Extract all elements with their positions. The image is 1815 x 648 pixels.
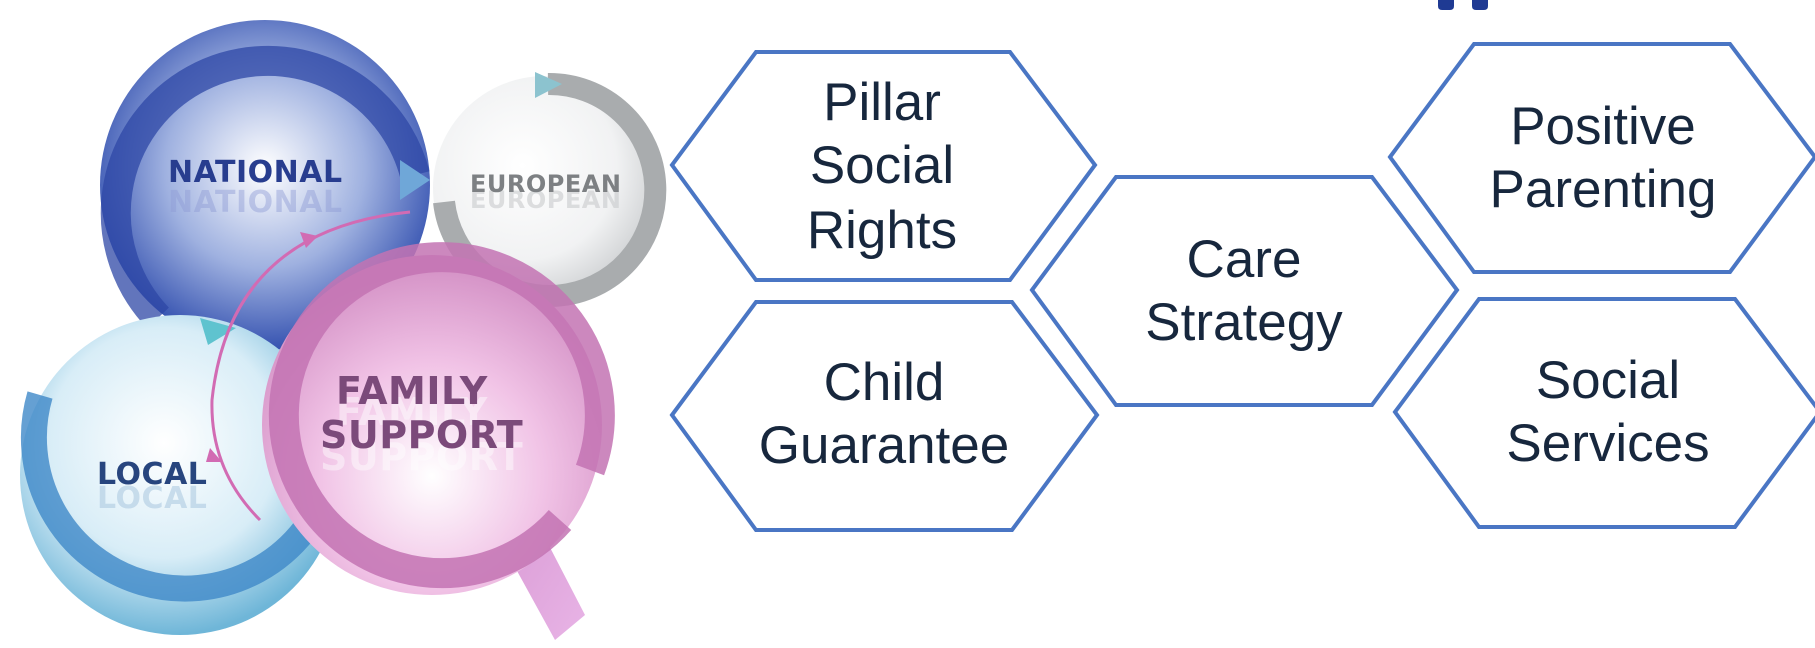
social-services-label-line2: Services xyxy=(1506,414,1709,473)
hexagon-labels: Pillar Social Rights Child Guarantee Car… xyxy=(759,73,1717,475)
hexagon-positive-parenting xyxy=(1387,42,1815,274)
local-circle xyxy=(20,315,343,635)
pillar-label-line1: Pillar xyxy=(823,73,941,132)
local-label-reflection: LOCAL xyxy=(97,481,207,516)
child-guarantee-label-line2: Guarantee xyxy=(759,416,1009,475)
local-label: LOCAL xyxy=(97,457,207,492)
hexagon-care-strategy xyxy=(1029,175,1460,407)
hexagon-pillar xyxy=(669,50,1098,282)
national-label: NATIONAL xyxy=(168,155,343,190)
circle-cluster: NATIONAL NATIONAL EUROPEAN EUROPEAN LOCA… xyxy=(20,20,667,640)
pillar-label-line2: Social xyxy=(810,136,954,195)
social-services-label-line1: Social xyxy=(1536,351,1680,410)
national-label-reflection: NATIONAL xyxy=(168,185,343,220)
family-support-circle xyxy=(262,242,615,640)
connector-arc xyxy=(210,210,411,522)
hexagon-group xyxy=(669,42,1815,532)
european-label-reflection: EUROPEAN xyxy=(470,186,621,214)
positive-parenting-label-line2: Parenting xyxy=(1490,160,1717,219)
support-label: SUPPORT xyxy=(320,413,523,457)
family-label-reflection: FAMILY xyxy=(336,390,488,434)
hexagon-child-guarantee xyxy=(669,300,1100,532)
national-circle xyxy=(100,20,430,350)
heading-fragment-icon xyxy=(1438,0,1488,10)
family-label: FAMILY xyxy=(336,369,488,413)
care-strategy-label-line2: Strategy xyxy=(1145,293,1343,352)
positive-parenting-label-line1: Positive xyxy=(1510,97,1696,156)
child-guarantee-label-line1: Child xyxy=(824,353,945,412)
pillar-label-line3: Rights xyxy=(807,201,957,260)
support-label-reflection: SUPPORT xyxy=(320,435,523,479)
hexagon-social-services xyxy=(1392,297,1815,529)
care-strategy-label-line1: Care xyxy=(1187,230,1302,289)
european-label: EUROPEAN xyxy=(470,170,621,198)
